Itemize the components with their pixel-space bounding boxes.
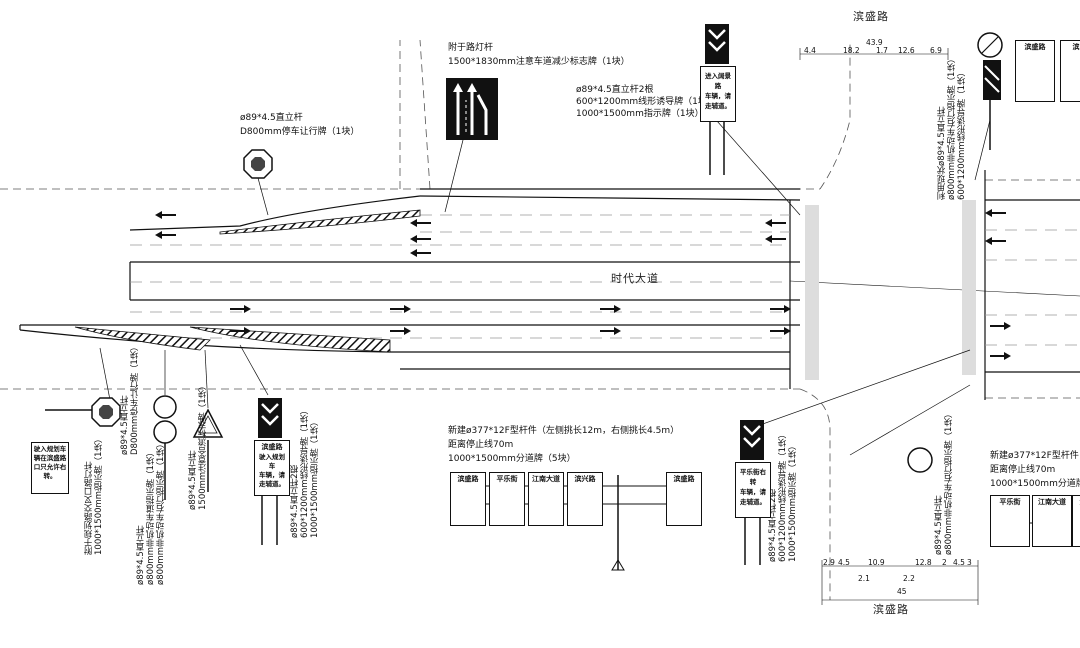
gantry-note: 1000*1500mm分道牌（5块） [448,454,576,464]
info-board-left: 驶入规划车 辆在滨盛路 口只允许右 转。 [31,442,69,494]
chevron-board-top: 进入阔景路 车辆，请 走辅道。 [700,66,736,122]
dim-top-seg: 18.2 [843,46,860,55]
gantry-note: 新建ø377*12F型杆件（左侧挑长12m，右侧挑长4.5m） [448,426,680,436]
road-lines [19,170,1080,400]
dim-bottom-seg: 2 [942,558,947,567]
bicycle-sign-icon [153,395,177,419]
dim-top-seg: 6.9 [930,46,942,55]
chevron-board-left: 滨盛路 驶入规划车 车辆，请 走辅道。 [254,440,290,496]
chevron-icon [983,60,1001,100]
center-line [789,280,1080,297]
stop-sign-note: ø89*4.5直立杆 [240,113,303,123]
gantry-sign: 滨盛路 [666,472,702,526]
dimension-lines [799,48,979,605]
leader-lines [99,111,991,456]
chevron-icon [258,398,282,438]
hatched-island-top [219,209,421,235]
dim-top-seg: 12.6 [898,46,915,55]
lamp-sign-note: 附于路灯杆 [448,43,494,53]
right-gantry-note: 距离停止线70m [990,465,1056,475]
lane-reduction-sign-icon [446,78,498,140]
dim-bottom-total: 45 [897,587,907,596]
chevron-top-note: ø89*4.5直立杆2根 [576,85,654,95]
top-right-sign: 滨盛路 [1015,40,1055,102]
top-right-sign: 滨 [1060,40,1080,102]
hatched-island-left2 [189,326,391,353]
chevron-top-note: 600*1200mm线形诱导牌（1块） [576,97,716,107]
dim-bottom-seg: 3 [967,558,972,567]
vertical-note-right-bike: ø89*4.5直立杆 ø800mm非机动车右行指示牌（1块） [934,409,954,555]
dim-top-total: 43.9 [866,38,883,47]
gantry-sign: 平乐街 [489,472,525,526]
dim-bottom-seg: 10.9 [868,558,885,567]
gantry-sign: 江南大道 [528,472,564,526]
chevron-icon [740,420,764,460]
vertical-note-left-bike: ø89*4.5直立杆 ø800mm非机动车道指示牌（1块） ø800mm非机动车… [136,439,166,585]
merge-warning-icon [192,408,224,438]
bottom-right-sign: 江南大道 [1032,495,1072,547]
bicycle-sign-icon [153,420,177,444]
chevron-top-note: 1000*1500mm指示牌（1块） [576,109,704,119]
dim-top-seg: 1.7 [876,46,888,55]
gantry-note: 距离停止线70m [448,440,514,450]
cross-road-name-bottom: 滨盛路 [873,603,909,616]
dim-bottom-seg: 4.5 [838,558,850,567]
chevron-board-mid: 平乐街右转 车辆，请 走辅道。 [735,462,771,518]
right-gantry-note: 新建ø377*12F型杆件（左 [990,451,1080,461]
lane-arrows [155,209,1011,360]
vertical-note-left-warn: ø89*4.5直立杆 1500mm注意合流标志牌（1块） [188,381,208,510]
lamp-sign-note: 1500*1830mm注意车道减少标志牌（1块） [448,57,630,67]
vertical-note-left-lamp: 附于规划路交叉口路灯杆 1000*1500mm指示牌（1块） [84,434,104,555]
vertical-note-top-right: 利用现状ø89*4.5直立杆 ø800mm非机动车右行指示牌（1块） 600*1… [937,54,967,200]
sign-posts [45,100,991,570]
main-road-name: 时代大道 [611,272,659,285]
dim-bottom-seg: 4.5 [953,558,965,567]
dim-bottom-seg: 12.8 [915,558,932,567]
bicycle-sign-icon [907,447,933,473]
vertical-note-mid-chevron: ø89*4.5直立杆2根 600*1200mm线形诱导牌（1块） 1000*15… [768,429,798,562]
lane-lines [130,214,1080,346]
dim-bottom-sub: 2.2 [903,574,915,583]
chevron-icon [705,24,729,64]
dim-top-seg: 4.4 [804,46,816,55]
dim-bottom-seg: 2.9 [823,558,835,567]
crosswalks [805,200,976,380]
right-gantry-note: 1000*1500mm分道牌（5块 [990,479,1080,489]
cross-road-name-top: 滨盛路 [853,10,889,23]
gantry-sign: 滨兴路 [567,472,603,526]
bottom-right-sign: 平乐街 [990,495,1030,547]
stop-sign-note: D800mm停车让行牌（1块） [240,127,360,137]
bottom-right-sign: 滨 [1072,495,1080,547]
vertical-note-left-chevron: ø89*4.5直立杆2根 600*1200mm线形诱导牌（1块） 1000*15… [290,405,320,538]
hatched-island-left1 [74,326,211,351]
gantry-sign: 滨盛路 [450,472,486,526]
dim-bottom-sub: 2.1 [858,574,870,583]
